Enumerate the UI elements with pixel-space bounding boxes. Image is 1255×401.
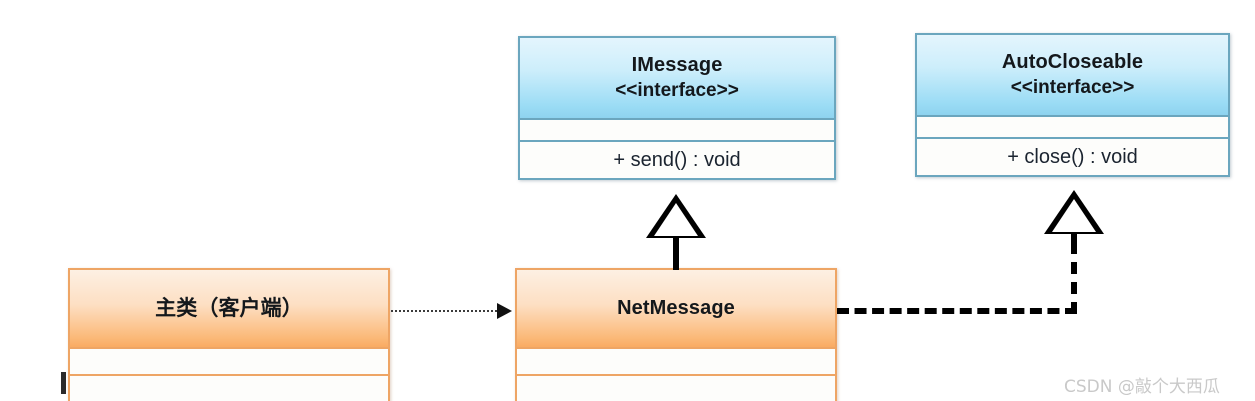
operations-compartment-netmessage xyxy=(517,375,835,401)
attributes-compartment-netmessage xyxy=(517,348,835,376)
class-stereotype-imessage: <<interface>> xyxy=(615,79,739,101)
watermark-text: CSDN @敲个大西瓜 xyxy=(1064,377,1220,397)
attributes-compartment-autocloseable xyxy=(917,117,1228,139)
edge-stub-autocloseable xyxy=(1071,232,1077,244)
operations-compartment-mainclass xyxy=(70,375,388,401)
dashed-line-vertical-autocloseable xyxy=(1071,242,1077,314)
class-header-netmessage: NetMessage xyxy=(517,270,835,349)
edge-stub-imessage xyxy=(673,236,679,250)
operations-compartment-autocloseable: + close() : void xyxy=(917,139,1228,175)
dashed-line-imessage xyxy=(673,246,679,270)
class-box-autocloseable[interactable]: AutoCloseable <<interface>> + close() : … xyxy=(915,33,1230,177)
class-name-autocloseable: AutoCloseable xyxy=(1001,51,1144,73)
class-header-autocloseable: AutoCloseable <<interface>> xyxy=(917,35,1228,117)
class-header-imessage: IMessage <<interface>> xyxy=(520,38,834,120)
attributes-compartment-imessage xyxy=(520,120,834,142)
dotted-line-dependency xyxy=(391,310,497,312)
class-name-mainclass: 主类（客户端） xyxy=(155,295,303,320)
class-header-mainclass: 主类（客户端） xyxy=(70,270,388,349)
class-box-netmessage[interactable]: NetMessage xyxy=(515,268,837,401)
attributes-compartment-mainclass xyxy=(70,348,388,376)
class-name-netmessage: NetMessage xyxy=(617,296,735,319)
arrowhead-icon-dependency xyxy=(497,303,512,319)
class-box-imessage[interactable]: IMessage <<interface>> + send() : void xyxy=(518,36,836,180)
class-name-imessage: IMessage xyxy=(631,54,723,76)
edge-tick-mark xyxy=(61,372,66,394)
dashed-line-horizontal-autocloseable xyxy=(837,308,1077,314)
class-stereotype-autocloseable: <<interface>> xyxy=(1010,76,1135,98)
operations-compartment-imessage: + send() : void xyxy=(520,142,834,178)
class-box-mainclass[interactable]: 主类（客户端） xyxy=(68,268,390,401)
